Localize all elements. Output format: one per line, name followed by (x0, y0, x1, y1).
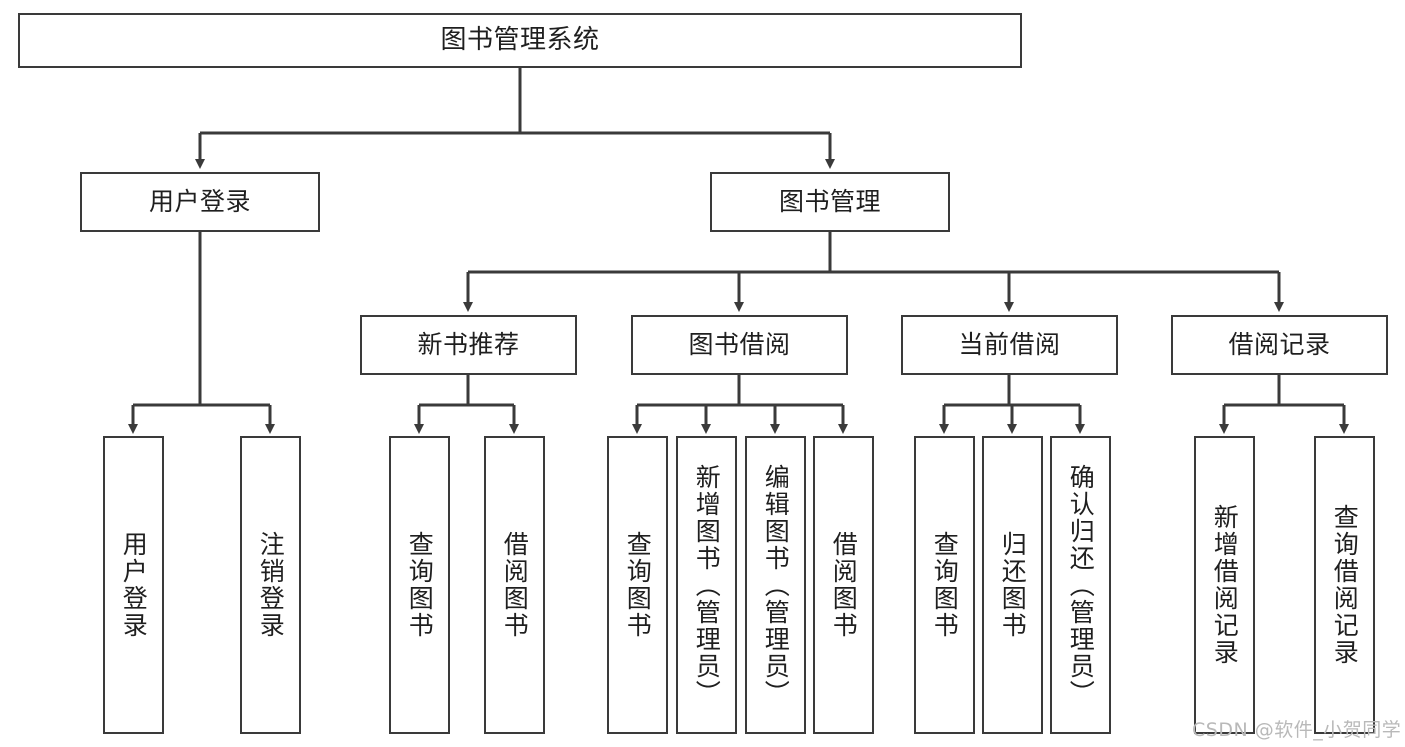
leaf-record-query-label: 查询借阅记录 (1330, 504, 1360, 666)
node-book-management[interactable]: 图书管理 (710, 172, 950, 232)
leaf-user-login-signout[interactable]: 注销登录 (240, 436, 301, 734)
node-new-book-recommend[interactable]: 新书推荐 (360, 315, 577, 375)
leaf-current-confirm-return-admin-label: 确认归还（管理员） (1066, 463, 1096, 707)
node-root-system[interactable]: 图书管理系统 (18, 13, 1022, 68)
leaf-new-book-borrow[interactable]: 借阅图书 (484, 436, 545, 734)
leaf-borrow-borrow-book-label: 借阅图书 (829, 531, 859, 639)
node-book-borrow[interactable]: 图书借阅 (631, 315, 848, 375)
leaf-new-book-query-label: 查询图书 (405, 531, 435, 639)
node-new-book-recommend-label: 新书推荐 (417, 330, 520, 359)
leaf-current-return-book[interactable]: 归还图书 (982, 436, 1043, 734)
leaf-record-query[interactable]: 查询借阅记录 (1314, 436, 1375, 734)
leaf-current-return-book-label: 归还图书 (998, 531, 1028, 639)
leaf-borrow-add-book-admin-label: 新增图书（管理员） (692, 463, 722, 707)
node-user-login[interactable]: 用户登录 (80, 172, 320, 232)
leaf-borrow-query-book[interactable]: 查询图书 (607, 436, 668, 734)
leaf-new-book-borrow-label: 借阅图书 (500, 531, 530, 639)
leaf-current-query-book[interactable]: 查询图书 (914, 436, 975, 734)
node-root-system-label: 图书管理系统 (440, 24, 600, 55)
leaf-user-login-signout-label: 注销登录 (256, 531, 286, 639)
leaf-borrow-edit-book-admin[interactable]: 编辑图书（管理员） (745, 436, 806, 734)
leaf-record-add-label: 新增借阅记录 (1210, 504, 1240, 666)
leaf-borrow-edit-book-admin-label: 编辑图书（管理员） (761, 463, 791, 707)
leaf-new-book-query[interactable]: 查询图书 (389, 436, 450, 734)
leaf-borrow-add-book-admin[interactable]: 新增图书（管理员） (676, 436, 737, 734)
leaf-borrow-borrow-book[interactable]: 借阅图书 (813, 436, 874, 734)
node-current-borrow-label: 当前借阅 (958, 330, 1061, 359)
leaf-user-login-signin-label: 用户登录 (119, 531, 149, 639)
watermark-text: CSDN @软件_小贺同学 (1192, 719, 1402, 741)
leaf-record-add[interactable]: 新增借阅记录 (1194, 436, 1255, 734)
leaf-current-confirm-return-admin[interactable]: 确认归还（管理员） (1050, 436, 1111, 734)
leaf-user-login-signin[interactable]: 用户登录 (103, 436, 164, 734)
node-borrow-record[interactable]: 借阅记录 (1171, 315, 1388, 375)
node-book-management-label: 图书管理 (778, 187, 881, 216)
node-book-borrow-label: 图书借阅 (688, 330, 791, 359)
leaf-borrow-query-book-label: 查询图书 (623, 531, 653, 639)
node-user-login-label: 用户登录 (148, 187, 251, 216)
node-borrow-record-label: 借阅记录 (1228, 330, 1331, 359)
leaf-current-query-book-label: 查询图书 (930, 531, 960, 639)
node-current-borrow[interactable]: 当前借阅 (901, 315, 1118, 375)
